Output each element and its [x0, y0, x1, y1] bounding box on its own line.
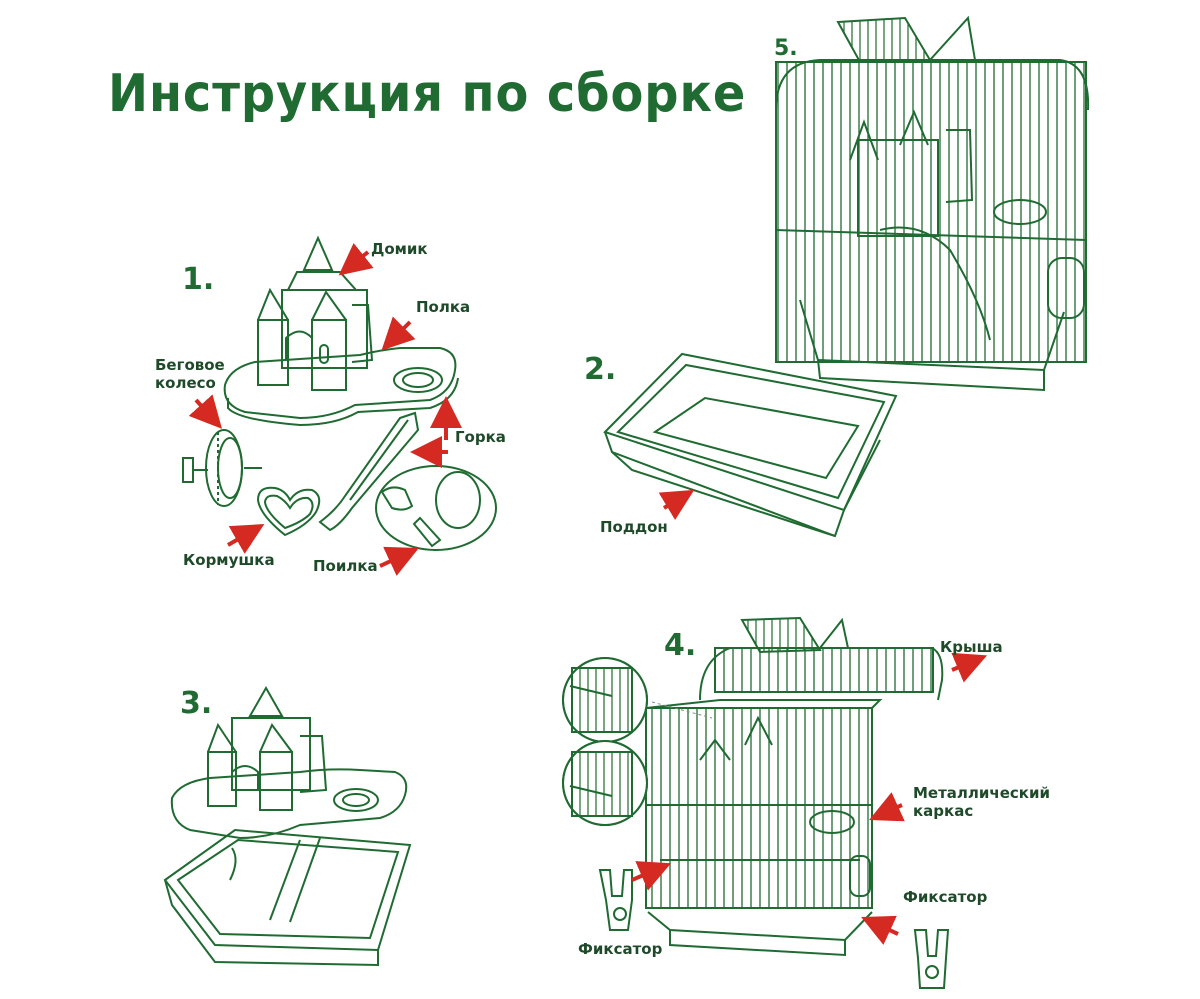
clip-left-part — [598, 869, 633, 931]
label-gorka: Горка — [455, 428, 506, 446]
step-number-1: 1. — [182, 262, 215, 297]
label-poilka: Поилка — [313, 557, 378, 575]
clip-right-part — [913, 929, 950, 989]
slide-part — [318, 411, 420, 532]
step2-tray — [603, 352, 898, 538]
step-number-2: 2. — [584, 352, 617, 387]
step-number-4: 4. — [664, 628, 697, 663]
feeder-part — [256, 486, 321, 537]
step4-assembly — [562, 616, 988, 989]
label-begovoe-koleso-line2: колесо — [155, 374, 216, 392]
label-fiksator-left: Фиксатор — [578, 940, 663, 958]
step-number-3: 3. — [180, 686, 213, 721]
roof-part — [699, 616, 944, 701]
water-bottle-part — [375, 465, 497, 551]
label-metal-frame-line2: каркас — [913, 802, 974, 820]
label-domik: Домик — [371, 240, 428, 258]
step-number-5: 5. — [774, 36, 798, 61]
label-poddon: Поддон — [600, 518, 668, 536]
label-krysha: Крыша — [940, 638, 1003, 656]
metal-frame-part — [645, 699, 883, 957]
label-polka: Полка — [416, 298, 471, 316]
step5-finished-cage — [775, 15, 1090, 392]
running-wheel-part — [182, 429, 262, 507]
step1-arrows — [188, 243, 462, 576]
detail-insets — [562, 657, 713, 826]
page-title: Инструкция по сборке — [108, 64, 747, 124]
label-begovoe-koleso-line1: Беговое — [155, 356, 225, 374]
shelf-part — [223, 347, 459, 427]
label-metal-frame-line1: Металлический — [913, 784, 1050, 802]
castle-house-part — [257, 235, 374, 391]
step3-assembly — [163, 685, 412, 967]
label-kormushka: Кормушка — [183, 551, 275, 569]
step1-illustration — [182, 235, 497, 576]
label-fiksator-right: Фиксатор — [903, 888, 988, 906]
